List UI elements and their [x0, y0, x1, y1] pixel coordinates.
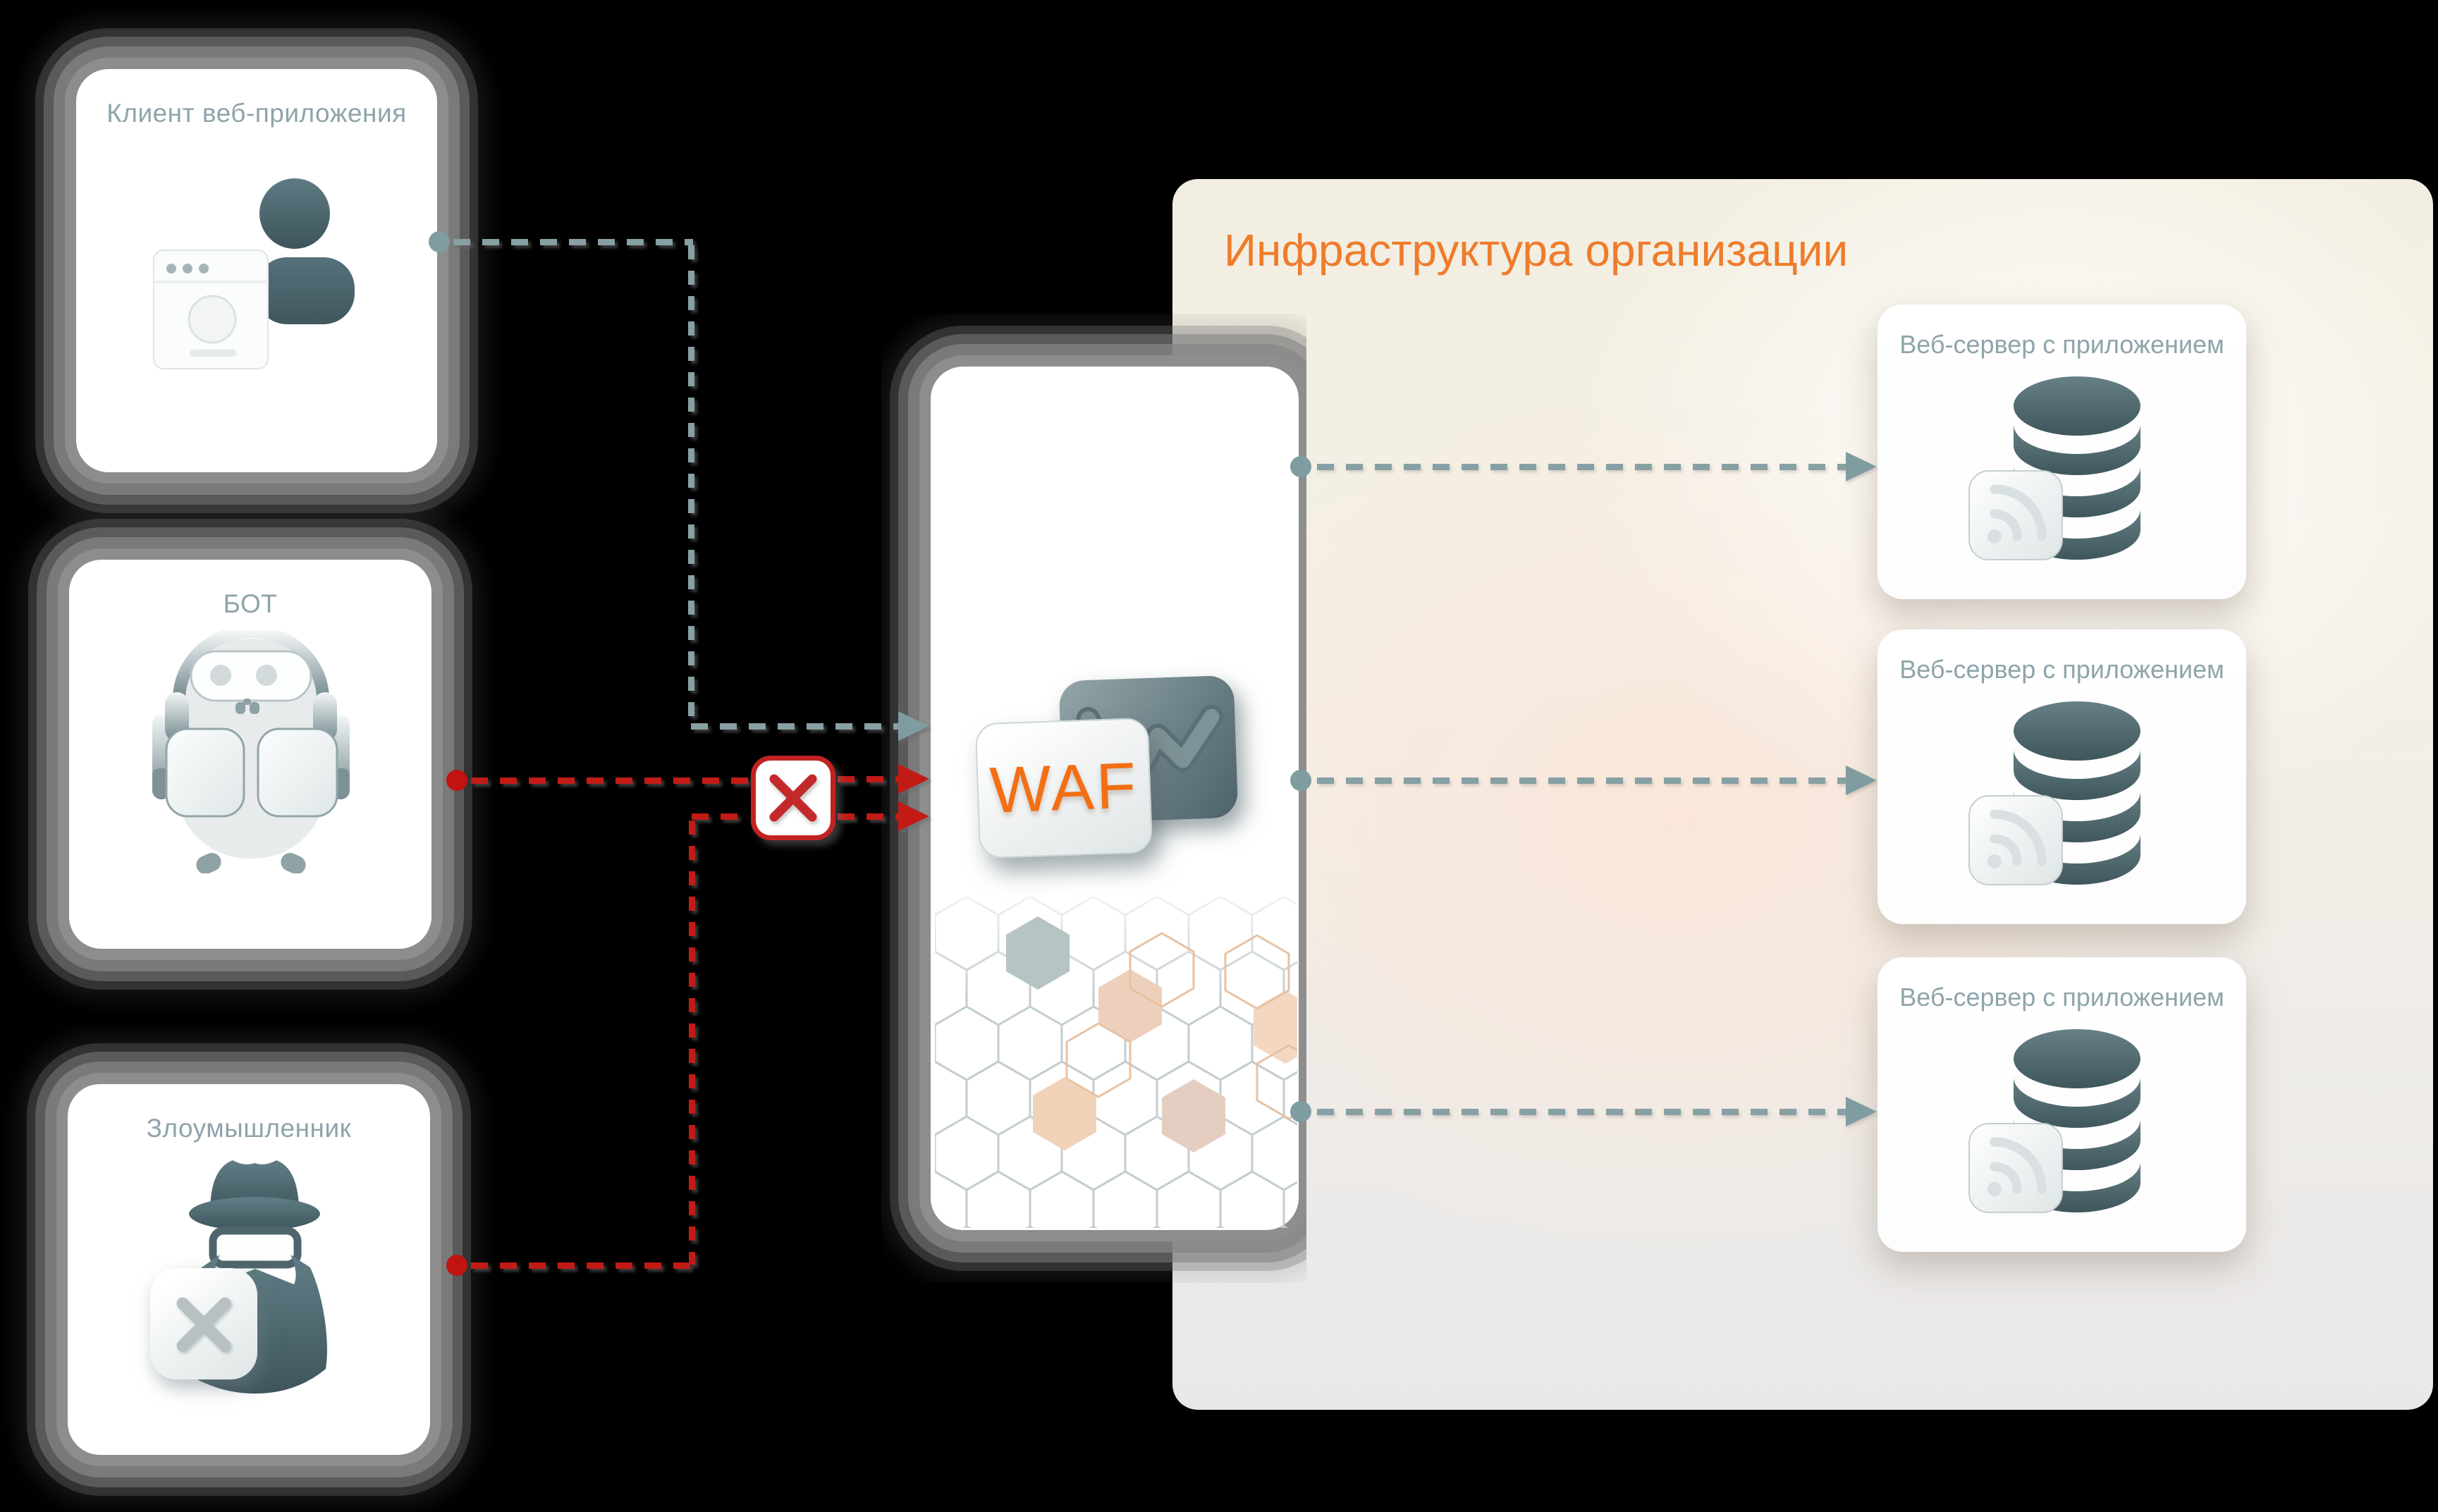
waf-to-server-1-line: [1317, 464, 1846, 470]
client-title: Клиент веб-приложения: [106, 99, 407, 128]
client-out-dot: [429, 231, 450, 252]
server-title: Веб-сервер с приложением: [1899, 983, 2224, 1012]
attacker-out-dot: [446, 1255, 467, 1276]
app-signal-badge-icon: [1968, 470, 2063, 560]
infrastructure-panel: Инфраструктура организации Веб-сервер с …: [1172, 179, 2433, 1410]
server-title: Веб-сервер с приложением: [1899, 330, 2224, 359]
hexagon-pattern: [935, 897, 1297, 1228]
attacker-to-waf-line: [689, 820, 695, 1265]
attacker-title: Злоумышленник: [146, 1114, 352, 1143]
client-to-waf-arrowhead: [898, 711, 929, 741]
user-browser-icon: [153, 178, 355, 369]
bot-to-waf-arrowhead: [898, 764, 929, 794]
block-x-badge-icon: [150, 1268, 257, 1379]
waf-out-dot-3: [1290, 1101, 1311, 1122]
bot-to-waf-line: [471, 777, 749, 784]
waf-to-server-2-arrowhead: [1846, 766, 1877, 795]
infrastructure-title: Инфраструктура организации: [1224, 225, 1849, 276]
app-signal-badge-icon: [1968, 795, 2063, 885]
server-box-3: Веб-сервер с приложением: [1877, 957, 2246, 1252]
client-to-waf-line: [691, 723, 898, 730]
attacker-to-waf-line: [471, 1262, 695, 1269]
server-box-2: Веб-сервер с приложением: [1877, 629, 2246, 924]
attacker-to-waf-arrowhead: [898, 801, 929, 831]
attacker-to-waf-line: [838, 813, 900, 820]
waf-to-server-1-arrowhead: [1846, 452, 1877, 481]
bot-out-dot: [446, 770, 467, 791]
server-title: Веб-сервер с приложением: [1899, 655, 2224, 684]
attacker-node: Злоумышленник: [68, 1084, 430, 1455]
waf-to-server-3-arrowhead: [1846, 1097, 1877, 1126]
waf-label: WAF: [988, 749, 1139, 827]
server-box-1: Веб-сервер с приложением: [1877, 305, 2246, 599]
client-to-waf-line: [453, 239, 693, 245]
robot-icon: [152, 630, 350, 873]
waf-to-server-2-line: [1317, 777, 1846, 784]
client-to-waf-line: [688, 245, 694, 725]
attacker-to-waf-line: [692, 813, 749, 820]
bot-title: БОТ: [223, 589, 278, 618]
app-signal-badge-icon: [1968, 1123, 2063, 1213]
waf-out-dot-1: [1290, 456, 1311, 477]
waf-out-dot-2: [1290, 770, 1311, 791]
waf-to-server-3-line: [1317, 1109, 1846, 1115]
client-node: Клиент веб-приложения: [76, 69, 437, 472]
waf-logo-card: WAF: [974, 717, 1153, 859]
bot-to-waf-line: [838, 776, 900, 782]
bot-node: БОТ: [69, 560, 431, 949]
blocked-x-icon: [751, 756, 835, 840]
